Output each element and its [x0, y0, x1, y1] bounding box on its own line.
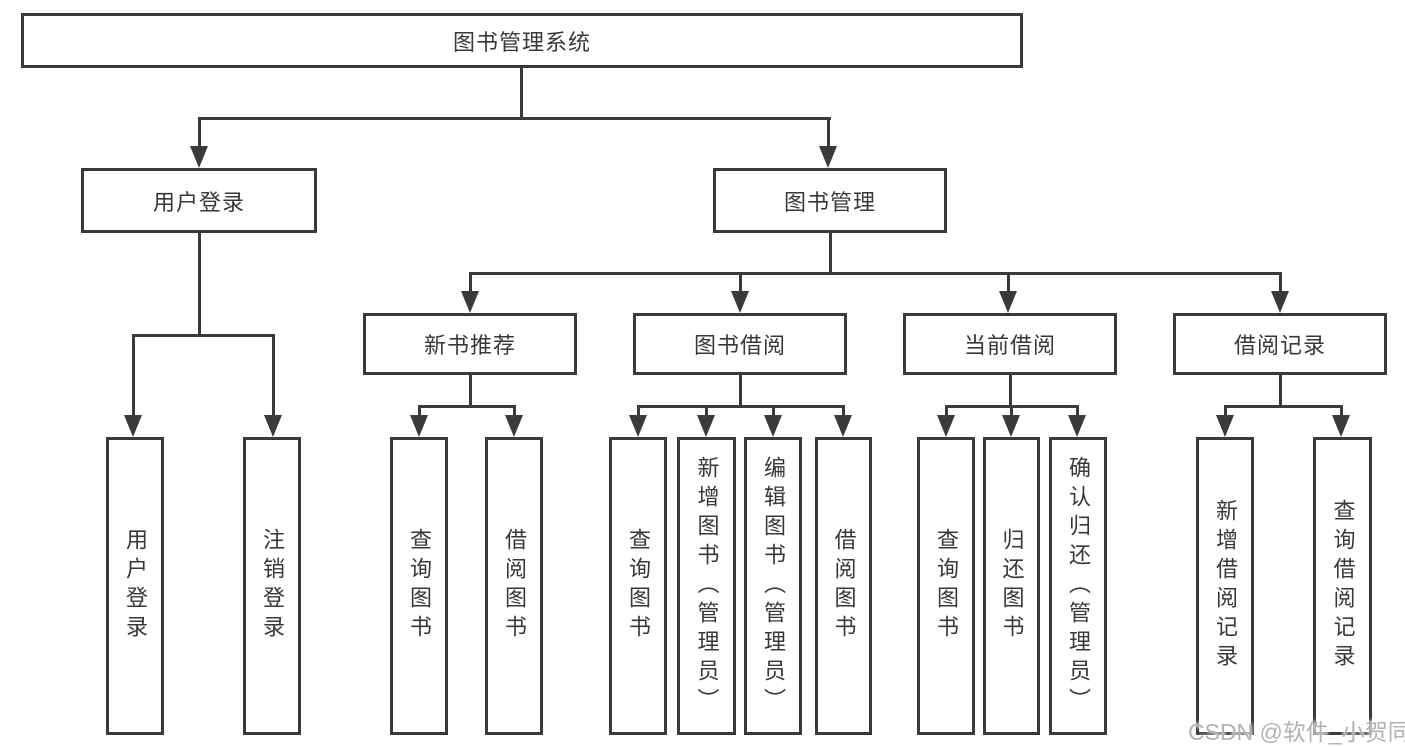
arrow-down-icon: [264, 415, 282, 437]
leaf-add-borrow-record: 新增借阅记录: [1196, 437, 1254, 735]
arrow-down-icon: [731, 291, 749, 313]
arrow-down-icon: [819, 146, 837, 168]
arrow-down-icon: [834, 415, 852, 437]
node-new-book-recommendation: 新书推荐: [363, 313, 577, 375]
leaf-label: 查询图书: [407, 528, 432, 644]
connector-drop: [1224, 405, 1227, 417]
node-book-borrowing: 图书借阅: [633, 313, 847, 375]
connector-user-login-bus: [132, 334, 275, 337]
leaf-label: 查询借阅记录: [1330, 499, 1356, 673]
connector-root-bus: [198, 117, 831, 120]
leaf-label: 借阅图书: [502, 528, 527, 644]
node-label: 图书借阅: [693, 333, 786, 358]
arrow-down-icon: [124, 415, 142, 437]
leaf-label: 确认归还（管理员）: [1066, 455, 1091, 717]
node-borrowing-records: 借阅记录: [1173, 313, 1387, 375]
connector-drop-book-management: [827, 117, 830, 150]
connector-drop: [1076, 405, 1079, 417]
node-current-borrowing: 当前借阅: [903, 313, 1117, 375]
arrow-down-icon: [1216, 415, 1234, 437]
leaf-query-books-current: 查询图书: [917, 437, 975, 735]
leaf-borrow-books: 借阅图书: [815, 437, 872, 735]
connector-drop: [705, 405, 708, 417]
connector-drop: [513, 405, 516, 417]
leaf-label: 用户登录: [123, 528, 148, 644]
leaf-label: 借阅图书: [831, 528, 857, 644]
connector-drop: [945, 405, 948, 417]
leaf-logout: 注销登录: [243, 437, 301, 735]
leaf-query-books-borrowing: 查询图书: [609, 437, 667, 735]
leaf-label: 归还图书: [999, 528, 1025, 644]
leaf-label: 查询图书: [934, 528, 959, 644]
leaf-add-books-admin: 新增图书（管理员）: [677, 437, 736, 735]
connector-book-management-stem: [829, 231, 832, 274]
arrow-down-icon: [1068, 415, 1086, 437]
arrow-down-icon: [461, 291, 479, 313]
arrow-down-icon: [505, 415, 523, 437]
node-label: 图书管理: [783, 189, 876, 215]
leaf-confirm-return-admin: 确认归还（管理员）: [1049, 437, 1107, 735]
connector-drop: [842, 405, 845, 417]
leaf-label: 查询图书: [626, 528, 651, 644]
arrow-down-icon: [410, 415, 428, 437]
arrow-down-icon: [1002, 415, 1020, 437]
arrow-down-icon: [999, 291, 1017, 313]
leaf-edit-books-admin: 编辑图书（管理员）: [744, 437, 802, 735]
connector-drop-borrowing-records: [1279, 272, 1282, 295]
leaf-query-books-recommend: 查询图书: [390, 437, 448, 735]
leaf-label: 编辑图书（管理员）: [761, 455, 786, 717]
leaf-label: 新增借阅记录: [1213, 499, 1238, 673]
arrow-down-icon: [190, 146, 208, 168]
leaf-return-books: 归还图书: [983, 437, 1040, 735]
leaf-borrow-books-recommend: 借阅图书: [485, 437, 543, 735]
leaf-label: 注销登录: [260, 528, 285, 644]
connector-drop: [1340, 405, 1343, 417]
connector-book-borrowing-bus: [637, 405, 845, 408]
connector-new-book-bus: [418, 405, 516, 408]
connector-drop: [772, 405, 775, 417]
connector-borrowing-records-bus: [1224, 405, 1343, 408]
connector-drop-login-leaf: [132, 334, 135, 417]
node-label: 图书管理系统: [452, 29, 591, 55]
connector-drop-logout-leaf: [272, 334, 275, 417]
node-label: 借阅记录: [1233, 333, 1326, 358]
node-label: 当前借阅: [963, 333, 1056, 358]
leaf-user-login: 用户登录: [106, 437, 164, 735]
leaf-query-borrow-record: 查询借阅记录: [1313, 437, 1372, 735]
connector-drop-current-borrowing: [1007, 272, 1010, 295]
leaf-label: 新增图书（管理员）: [694, 455, 720, 717]
connector-drop: [418, 405, 421, 417]
connector-borrowing-records-stem: [1279, 373, 1282, 407]
arrow-down-icon: [1271, 291, 1289, 313]
node-user-login: 用户登录: [81, 168, 317, 233]
node-book-management: 图书管理: [713, 168, 947, 233]
connector-drop: [1010, 405, 1013, 417]
node-label: 新书推荐: [423, 333, 516, 358]
arrow-down-icon: [937, 415, 955, 437]
arrow-down-icon: [629, 415, 647, 437]
connector-drop-new-book: [469, 272, 472, 295]
connector-drop-book-borrowing: [739, 272, 742, 295]
node-library-management-system: 图书管理系统: [21, 13, 1023, 68]
node-label: 用户登录: [152, 189, 245, 215]
arrow-down-icon: [764, 415, 782, 437]
connector-drop: [637, 405, 640, 417]
csdn-watermark: CSDN @软件_小贺同学: [1188, 719, 1405, 745]
connector-current-borrowing-stem: [1009, 373, 1012, 407]
connector-drop-user-login: [198, 117, 201, 150]
arrow-down-icon: [1332, 415, 1350, 437]
connector-book-borrowing-stem: [739, 373, 742, 407]
connector-new-book-stem: [469, 373, 472, 407]
arrow-down-icon: [697, 415, 715, 437]
connector-root-stem: [520, 66, 523, 119]
connector-user-login-stem: [198, 231, 201, 337]
connector-book-management-bus: [469, 272, 1282, 275]
